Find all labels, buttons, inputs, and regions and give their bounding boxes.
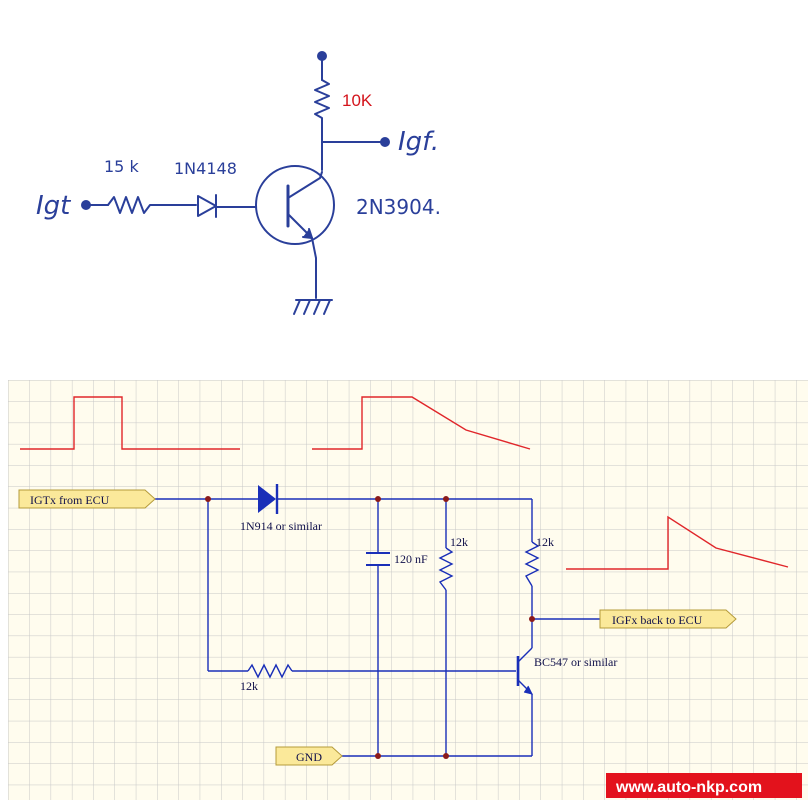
resistor-10k-symbol bbox=[314, 79, 330, 129]
diode-1n914-symbol bbox=[258, 484, 279, 514]
schematic-wiring bbox=[155, 498, 600, 757]
resistor-15k-symbol bbox=[107, 196, 197, 214]
signal-waveforms bbox=[20, 396, 789, 570]
watermark: www.auto-nkp.com bbox=[606, 773, 802, 798]
sketch-transistor-part: 2N3904. bbox=[356, 195, 441, 219]
transistor-bc547-symbol bbox=[516, 656, 533, 695]
supply-terminal bbox=[317, 51, 327, 61]
sketch-output-label: Igf. bbox=[398, 127, 439, 157]
watermark-text: www.auto-nkp.com bbox=[615, 779, 762, 796]
tag-igfx-output: IGFx back to ECU bbox=[599, 609, 737, 629]
sketch-input-label: Igt bbox=[36, 191, 71, 221]
junction-dots bbox=[205, 496, 535, 759]
waveform-output bbox=[566, 515, 789, 570]
label-resistor-b: 12k bbox=[536, 535, 554, 549]
tag-gnd: GND bbox=[275, 746, 343, 766]
sketch-diode-part: 1N4148 bbox=[174, 159, 237, 178]
tag-gnd-text: GND bbox=[296, 750, 322, 764]
label-diode: 1N914 or similar bbox=[240, 519, 322, 533]
tag-igtx-input: IGTx from ECU bbox=[18, 489, 156, 509]
sketch-resistor-input-value: 15 k bbox=[104, 157, 139, 176]
label-transistor: BC547 or similar bbox=[534, 655, 617, 669]
resistor-12k-a-symbol bbox=[438, 547, 454, 591]
label-resistor-base: 12k bbox=[240, 679, 258, 693]
waveform-cap-charge bbox=[312, 396, 531, 450]
label-resistor-a: 12k bbox=[450, 535, 468, 549]
tag-igtx-text: IGTx from ECU bbox=[30, 493, 110, 507]
transistor-2n3904-symbol bbox=[255, 165, 335, 245]
ground-symbol bbox=[293, 299, 333, 315]
resistor-12k-base-symbol bbox=[247, 663, 293, 679]
sketch-resistor-top-value: 10K bbox=[342, 91, 373, 110]
tag-igfx-text: IGFx back to ECU bbox=[612, 613, 703, 627]
resistor-12k-b-symbol bbox=[524, 541, 540, 587]
label-capacitor: 120 nF bbox=[394, 552, 428, 566]
hand-sketch bbox=[81, 51, 390, 315]
igt-terminal bbox=[81, 200, 91, 210]
waveform-input-pulse bbox=[20, 396, 240, 450]
diode-1n4148-symbol bbox=[197, 195, 217, 217]
igf-terminal bbox=[380, 137, 390, 147]
capacitor-120nf-symbol bbox=[366, 552, 390, 566]
